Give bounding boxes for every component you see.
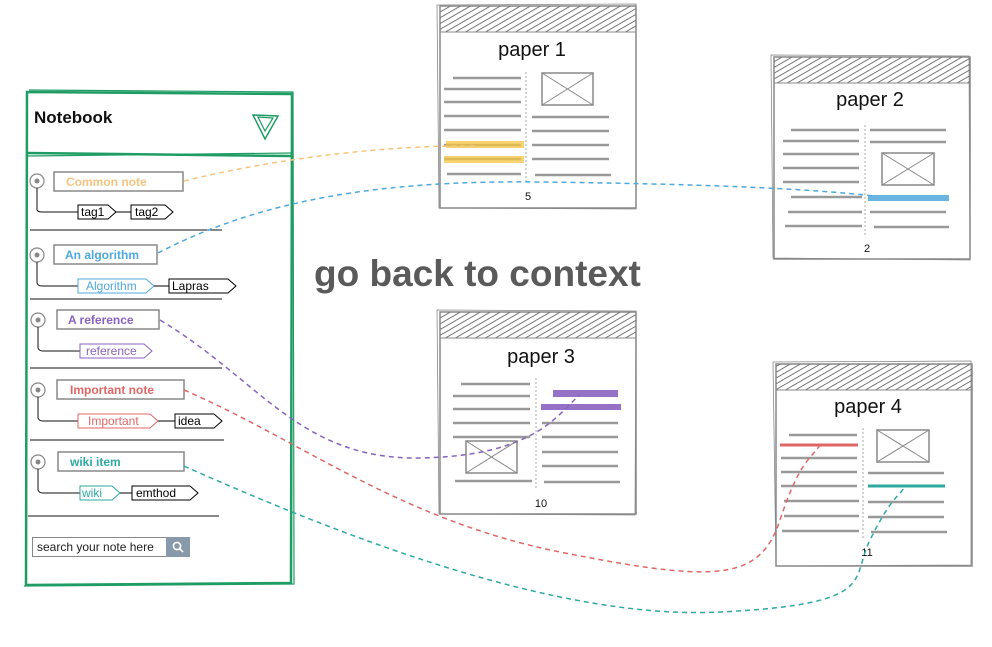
- tag[interactable]: tag1: [77, 204, 117, 220]
- tag[interactable]: Lapras: [168, 278, 237, 294]
- note-item[interactable]: A reference reference: [30, 309, 160, 359]
- note-item[interactable]: An algorithm Algorithm Lapras: [29, 244, 237, 294]
- connector-algorithm: [157, 181, 876, 254]
- diagram-title: go back to context: [314, 253, 641, 294]
- note-separators: [28, 229, 224, 517]
- highlight: [553, 390, 618, 397]
- tag[interactable]: reference: [79, 343, 153, 359]
- paper-title: paper 4: [834, 396, 902, 418]
- tag-label: tag1: [81, 205, 105, 219]
- tag-label: reference: [86, 344, 137, 358]
- connector-common-note: [183, 145, 475, 182]
- connector-reference: [159, 319, 581, 459]
- image-placeholder-icon: [881, 152, 935, 186]
- highlight: [444, 156, 524, 163]
- tag-label: Important: [88, 414, 139, 428]
- highlight: [446, 141, 524, 148]
- page-number: 2: [864, 243, 870, 255]
- search-icon: [172, 541, 184, 553]
- tag-label: wiki: [81, 486, 102, 500]
- tag-label: Lapras: [172, 279, 209, 293]
- note-item[interactable]: wiki item wiki emthod: [30, 451, 199, 501]
- tag-label: tag2: [135, 205, 159, 219]
- page-number: 10: [535, 498, 547, 510]
- paper-card: paper 1 5: [436, 3, 637, 210]
- note-label: A reference: [68, 313, 134, 327]
- highlight: [541, 404, 621, 410]
- tag[interactable]: idea: [174, 413, 223, 429]
- tag[interactable]: wiki: [79, 485, 121, 501]
- highlight: [868, 195, 949, 201]
- note-item[interactable]: Important note Important idea: [30, 379, 223, 429]
- paper-title: paper 2: [836, 89, 904, 111]
- paper-title: paper 1: [498, 39, 566, 61]
- tag[interactable]: Important: [77, 413, 159, 429]
- notebook-panel: Notebook: [23, 89, 295, 587]
- page-number: 11: [861, 547, 872, 559]
- image-placeholder-icon: [465, 440, 518, 474]
- image-placeholder-icon: [876, 429, 930, 463]
- search-input[interactable]: [35, 539, 167, 555]
- connector-important: [183, 389, 821, 573]
- notebook-title: Notebook: [34, 108, 113, 127]
- note-item[interactable]: Common note tag1 tag2: [29, 171, 184, 220]
- tag[interactable]: Algorithm: [77, 278, 155, 294]
- tag-label: idea: [178, 414, 201, 428]
- note-label: Common note: [66, 175, 147, 189]
- tag[interactable]: tag2: [130, 204, 174, 220]
- paper-card: paper 2 2: [770, 54, 971, 261]
- note-label: An algorithm: [65, 248, 139, 262]
- tag[interactable]: emthod: [131, 485, 199, 501]
- paper-card: paper 3 10: [436, 309, 637, 516]
- image-placeholder-icon: [541, 72, 594, 106]
- tag-label: emthod: [136, 486, 176, 500]
- note-label: wiki item: [69, 455, 121, 469]
- vue-logo-icon: [251, 114, 280, 141]
- paper-card: paper 4 11: [772, 360, 973, 567]
- tag-label: Algorithm: [86, 279, 137, 293]
- search-box: [32, 537, 190, 557]
- note-label: Important note: [70, 383, 154, 397]
- search-button[interactable]: [166, 537, 190, 557]
- page-number: 5: [525, 191, 531, 203]
- paper-title: paper 3: [507, 346, 575, 368]
